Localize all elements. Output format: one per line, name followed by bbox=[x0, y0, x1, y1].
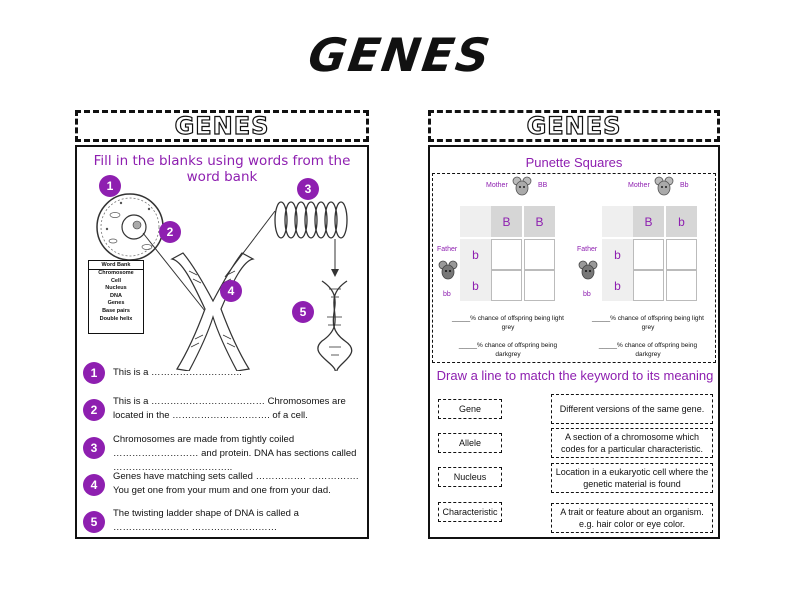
question-number: 2 bbox=[83, 399, 105, 421]
word-bank-title: Word Bank bbox=[89, 261, 143, 270]
offspring-cell bbox=[491, 239, 522, 270]
word-bank-item: Base pairs bbox=[102, 307, 130, 314]
question-1: 1 This is a ……………………….. bbox=[83, 362, 359, 384]
question-3: 3 Chromosomes are made from tightly coil… bbox=[83, 433, 359, 473]
offspring-cell bbox=[524, 270, 555, 301]
chance-dark-grey: _____% chance of offspring being darkgre… bbox=[458, 342, 558, 358]
mouse-icon bbox=[438, 260, 458, 280]
allele-side-1: b bbox=[460, 239, 491, 270]
chance-light-grey: _____% chance of offspring being light g… bbox=[452, 315, 564, 331]
chromosome-illustration bbox=[170, 252, 255, 371]
marker-1: 1 bbox=[99, 175, 121, 197]
mother-genotype: Bb bbox=[680, 182, 689, 189]
question-number: 4 bbox=[83, 474, 105, 496]
right-banner-text: GENES bbox=[526, 111, 622, 140]
question-5: 5 The twisting ladder shape of DNA is ca… bbox=[83, 507, 359, 537]
allele-top-1: B bbox=[633, 206, 664, 237]
double-helix-illustration bbox=[317, 280, 353, 371]
meaning-1[interactable]: Different versions of the same gene. bbox=[551, 394, 713, 424]
marker-2: 2 bbox=[159, 221, 181, 243]
punnett-corner bbox=[460, 206, 491, 237]
question-number: 5 bbox=[83, 511, 105, 533]
keyword-characteristic[interactable]: Characteristic bbox=[438, 502, 502, 522]
mother-label: Mother bbox=[486, 182, 508, 189]
question-text: Genes have matching sets called ……………. …… bbox=[113, 471, 359, 496]
cell-illustration bbox=[96, 193, 164, 261]
pointer-line bbox=[142, 232, 206, 312]
keyword-gene[interactable]: Gene bbox=[438, 399, 502, 419]
meaning-4[interactable]: A trait or feature about an organism. e.… bbox=[551, 503, 713, 533]
father-label: Father bbox=[437, 246, 458, 253]
offspring-cell bbox=[633, 239, 664, 270]
allele-top-2: b bbox=[666, 206, 697, 237]
allele-side-2: b bbox=[602, 270, 633, 301]
allele-side-2: b bbox=[460, 270, 491, 301]
marker-5: 5 bbox=[292, 301, 314, 323]
offspring-cell bbox=[491, 270, 522, 301]
keyword-nucleus[interactable]: Nucleus bbox=[438, 467, 502, 487]
left-worksheet: Fill in the blanks using words from the … bbox=[75, 145, 369, 539]
mother-genotype: BB bbox=[538, 182, 548, 189]
punnett-corner bbox=[602, 206, 633, 237]
question-text: Chromosomes are made from tightly coiled… bbox=[113, 434, 357, 473]
father-genotype: bb bbox=[443, 291, 451, 298]
word-bank-item: Cell bbox=[110, 277, 122, 284]
allele-side-1: b bbox=[602, 239, 633, 270]
chance-light-grey: _____% chance of offspring being light g… bbox=[592, 315, 704, 331]
punnett-title: Punette Squares bbox=[525, 155, 623, 170]
chance-dark-grey: _____% chance of offspring being darkgre… bbox=[598, 342, 698, 358]
question-text: The twisting ladder shape of DNA is call… bbox=[113, 508, 299, 533]
father-genotype: bb bbox=[583, 291, 591, 298]
question-number: 1 bbox=[83, 362, 105, 384]
meaning-3[interactable]: Location in a eukaryotic cell where the … bbox=[551, 463, 713, 493]
word-bank-item: Nucleus bbox=[105, 285, 127, 292]
question-4: 4 Genes have matching sets called …………….… bbox=[83, 470, 359, 500]
word-bank-item: DNA bbox=[110, 292, 122, 299]
mother-label: Mother bbox=[628, 182, 650, 189]
punnett-squares-box bbox=[432, 173, 716, 363]
marker-4: 4 bbox=[220, 280, 242, 302]
marker-3: 3 bbox=[297, 178, 319, 200]
word-bank: Word Bank Chromosome Cell Nucleus DNA Ge… bbox=[88, 260, 144, 334]
question-text: This is a ……………………….. bbox=[113, 367, 242, 378]
offspring-cell bbox=[666, 239, 697, 270]
question-text: This is a ……………………………… Chromosomes are l… bbox=[113, 396, 346, 421]
left-banner-text: GENES bbox=[174, 111, 270, 140]
offspring-cell bbox=[633, 270, 664, 301]
match-instruction: Draw a line to match the keyword to its … bbox=[436, 368, 714, 383]
question-number: 3 bbox=[83, 437, 105, 459]
left-banner: GENES bbox=[75, 110, 369, 142]
mouse-icon bbox=[654, 176, 674, 196]
word-bank-item: Genes bbox=[107, 300, 125, 307]
word-bank-item: Chromosome bbox=[98, 270, 134, 276]
coiled-dna-illustration bbox=[274, 201, 348, 239]
page-title: GENES bbox=[305, 28, 495, 82]
mouse-icon bbox=[512, 176, 532, 196]
allele-top-1: B bbox=[491, 206, 522, 237]
offspring-cell bbox=[524, 239, 555, 270]
word-bank-item: Double helix bbox=[99, 315, 133, 322]
father-label: Father bbox=[577, 246, 598, 253]
keyword-allele[interactable]: Allele bbox=[438, 433, 502, 453]
allele-top-2: B bbox=[524, 206, 555, 237]
offspring-cell bbox=[666, 270, 697, 301]
mouse-icon bbox=[578, 260, 598, 280]
right-banner: GENES bbox=[428, 110, 720, 142]
question-2: 2 This is a ……………………………… Chromosomes are… bbox=[83, 395, 359, 425]
meaning-2[interactable]: A section of a chromosome which codes fo… bbox=[551, 428, 713, 458]
fill-in-instruction: Fill in the blanks using words from the … bbox=[93, 153, 351, 185]
